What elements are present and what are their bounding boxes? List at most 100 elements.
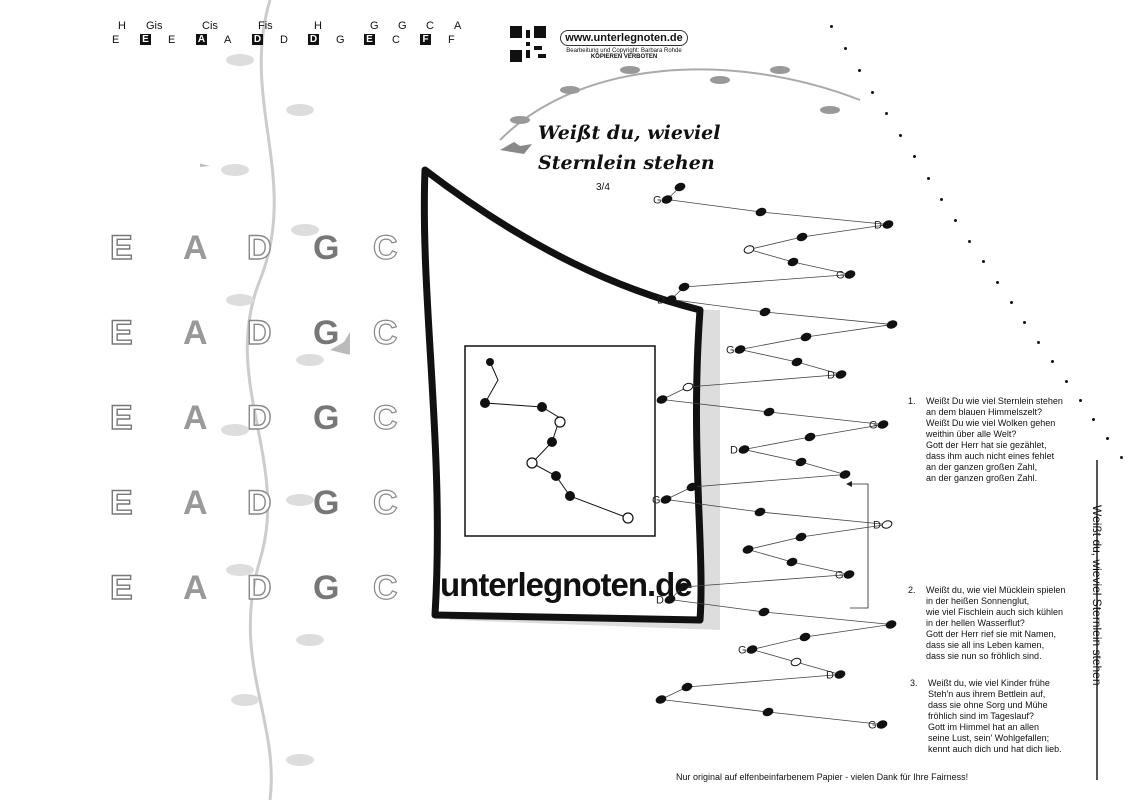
melody-note: [763, 407, 775, 417]
verse-line: an der ganzen großen Zahl,: [926, 462, 1038, 472]
melody-note: [759, 307, 771, 317]
note-sequence-letter: F: [448, 34, 455, 46]
string-letter-e: E: [109, 398, 133, 437]
string-letter-d: D: [246, 568, 272, 607]
note-sequence-upper: Fis: [258, 20, 273, 32]
melody-label: G: [653, 195, 662, 207]
melody-note: [799, 632, 811, 642]
trail-dot: [1065, 380, 1068, 383]
melody-note: [674, 182, 686, 192]
melody-line: [801, 224, 889, 238]
trail-dot: [927, 177, 930, 180]
note-sequence-letter: A: [196, 34, 207, 45]
string-letter-g: G: [313, 314, 340, 352]
melody-note: [791, 357, 803, 367]
melody-label: G: [835, 570, 844, 582]
melody-note: [762, 707, 774, 717]
melody-note: [877, 420, 889, 429]
string-letter-g: G: [313, 484, 340, 522]
note-sequence-letter: E: [168, 34, 176, 46]
melody-line: [670, 299, 766, 313]
note-sequence-upper: C: [426, 20, 434, 32]
melody-line: [669, 599, 765, 613]
trail-dot: [844, 47, 847, 50]
trail-dot: [954, 219, 957, 222]
trail-dot: [830, 25, 833, 28]
melody-line: [809, 424, 884, 438]
vertical-rule: [1096, 460, 1098, 780]
trail-dot: [1106, 437, 1109, 440]
note-sequence-upper: Gis: [146, 20, 163, 32]
melody-note: [746, 645, 758, 654]
trail-dot: [1023, 321, 1026, 324]
melody-line: [751, 636, 806, 650]
trail-dot: [858, 69, 861, 72]
melody-note: [886, 320, 898, 329]
melody-note: [754, 507, 766, 517]
string-letter-d: D: [246, 398, 272, 437]
melody-note: [787, 257, 799, 267]
string-letter-g: G: [313, 229, 340, 267]
trail-dot: [1051, 360, 1054, 363]
string-letter-e: E: [109, 483, 133, 522]
trail-dot: [871, 91, 874, 94]
melody-note: [664, 595, 676, 604]
string-letter-g: G: [313, 569, 340, 607]
melody-line: [747, 536, 802, 550]
melody-line: [682, 574, 850, 588]
string-letter-e: E: [109, 313, 133, 352]
note-sequence-upper: A: [454, 20, 462, 32]
string-letter-d: D: [246, 228, 272, 267]
melody-note: [678, 282, 690, 292]
melody-note: [881, 520, 893, 529]
melody-label: D: [874, 220, 882, 232]
melody-note: [790, 657, 802, 667]
verse-line: Gott der Herr hat sie gezählet,: [926, 440, 1047, 450]
melody-line: [666, 199, 762, 213]
melody-line: [795, 661, 841, 675]
melody-line: [743, 449, 802, 463]
melody-note: [755, 207, 767, 217]
melody-line: [683, 274, 851, 288]
melody-line: [764, 311, 893, 325]
decorative-branches: [499, 66, 861, 154]
string-letter-g: G: [313, 399, 340, 437]
melody-note: [734, 345, 746, 354]
verse-line: weithin über alle Welt?: [926, 429, 1017, 439]
logo-text: unterlegnoten.de: [440, 566, 693, 603]
note-sequence-letter: E: [140, 34, 151, 45]
note-sequence-letter: E: [112, 34, 120, 46]
melody-line: [739, 349, 798, 363]
melody-line: [759, 511, 888, 525]
note-sequence-letter: D: [252, 34, 263, 45]
note-sequence-letter: D: [280, 34, 288, 46]
melody-line: [660, 699, 769, 713]
melody-label: G: [868, 720, 877, 732]
string-letter-e: E: [109, 228, 133, 267]
melody-note: [665, 295, 677, 304]
verse-line: dass sie nun so fröhlich sind.: [926, 651, 1042, 661]
melody-line: [800, 461, 846, 475]
decorative-vine: [200, 0, 350, 800]
bird-icon: [330, 332, 350, 355]
melody-line: [796, 361, 842, 375]
bird-icon: [500, 142, 532, 154]
melody-line: [792, 261, 851, 275]
string-letter-c: C: [372, 483, 398, 522]
verse-line: in der heißen Sonnenglut,: [926, 596, 1030, 606]
string-letter-d: D: [246, 483, 272, 522]
verse-line: fröhlich sind im Tageslauf?: [928, 711, 1034, 721]
melody-line: [748, 249, 794, 263]
melody-line: [739, 336, 807, 350]
string-letter-e: E: [109, 568, 133, 607]
string-letter-a: A: [183, 399, 208, 437]
verse-number: 2.: [908, 585, 916, 595]
trail-dot: [885, 112, 888, 115]
melody-line: [805, 324, 893, 338]
site-url[interactable]: www.unterlegnoten.de: [560, 30, 688, 46]
melody-note: [738, 445, 750, 454]
